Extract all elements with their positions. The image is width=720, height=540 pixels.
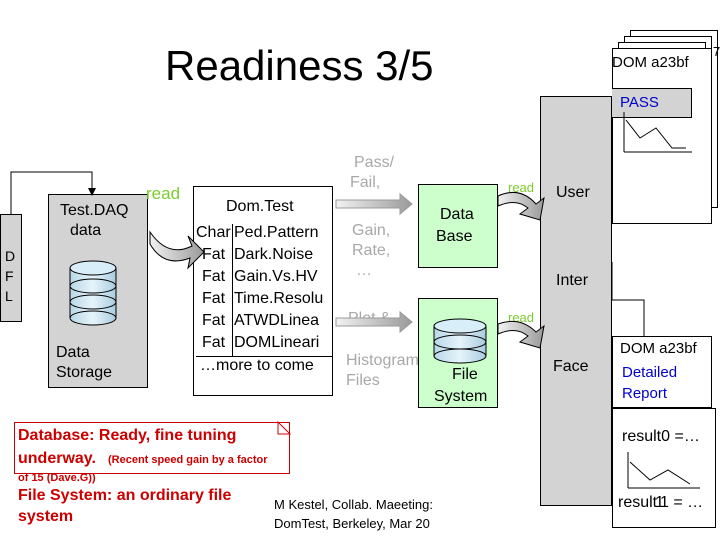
- domtest-row-type: Fat: [202, 312, 226, 329]
- report-line-3: Report: [622, 385, 668, 402]
- data-storage-label-1: Data: [56, 344, 90, 361]
- note-database-line2: underway.: [18, 450, 96, 467]
- domtest-row: Fat Dark.Noise: [196, 246, 332, 268]
- domtest-row-type: Char: [196, 224, 231, 241]
- report-line-2: Detailed: [622, 364, 678, 381]
- data-storage-label-2: Storage: [56, 364, 113, 381]
- read-label-top: read: [508, 180, 535, 195]
- dfl-connector-arrowhead: [88, 188, 96, 196]
- domtest-row-type: Fat: [202, 334, 226, 351]
- footer-line-2: DomTest, Berkeley, Mar 20: [274, 516, 430, 531]
- read-arrow-filesystem-to-ui: [497, 320, 545, 349]
- dom-card-label: DOM a23bf: [612, 54, 689, 71]
- ui-panel: [540, 96, 612, 506]
- note-database-small2: of 15 (Dave.G)): [18, 472, 96, 484]
- domtest-title: Dom.Test: [226, 198, 294, 215]
- domtest-row: Fat Time.Resolu: [196, 290, 332, 312]
- domtest-row-test: Time.Resolu: [232, 290, 323, 312]
- read-arrow-daq-to-domtest: [149, 230, 205, 270]
- page-title: Readiness 3/5: [165, 42, 434, 89]
- arrow-pass-fail: [335, 192, 413, 216]
- domtest-box: [193, 186, 333, 396]
- report-box: [612, 336, 712, 408]
- result1-text: result: [618, 494, 658, 511]
- domtest-row: Fat ATWDLinea: [196, 312, 332, 334]
- flow-label-fail: Fail,: [350, 174, 381, 191]
- pass-status: PASS: [620, 94, 659, 111]
- data-storage-cylinder: [69, 260, 117, 326]
- database-box: [418, 184, 498, 268]
- ui-user-label: User: [556, 184, 590, 201]
- domtest-row: Fat Gain.Vs.HV: [196, 268, 332, 290]
- dfl-letter-f: F: [5, 268, 14, 284]
- ui-inter-label: Inter: [556, 272, 589, 289]
- flow-label-rate: Rate,: [352, 242, 391, 259]
- domtest-row-test: DOMLineari: [232, 334, 319, 356]
- result0-mini-plot: [627, 452, 700, 489]
- result1-overlap: 1: [655, 494, 665, 511]
- ui-face-label: Face: [553, 358, 589, 375]
- result1-label: result11 = …: [618, 494, 703, 512]
- file-system-cylinder: [433, 318, 487, 364]
- dfl-box: [0, 214, 22, 322]
- domtest-row-test: Gain.Vs.HV: [232, 268, 318, 290]
- notes-dog-ear: [277, 420, 292, 435]
- note-filesystem-line1: File System: an ordinary file: [18, 487, 232, 504]
- dom-card-mini-plot: [623, 112, 692, 153]
- testdaq-title: Test.DAQ: [60, 202, 129, 219]
- database-label-2: Base: [436, 228, 473, 245]
- flow-label-pass: Pass/: [354, 154, 395, 171]
- domtest-row-test: Dark.Noise: [232, 246, 313, 268]
- dfl-letter-d: D: [5, 248, 16, 264]
- arrow-ui-to-report: [611, 262, 645, 336]
- flow-label-histogram: Histogram: [346, 352, 419, 369]
- dfl-connector: [10, 171, 93, 214]
- result-panel: [612, 408, 716, 528]
- domtest-more: …more to come: [196, 356, 332, 378]
- database-label-1: Data: [440, 206, 474, 223]
- result0-label: result0 =…: [622, 428, 700, 445]
- note-database-line1: Database: Ready, fine tuning: [18, 427, 237, 444]
- note-database-small1: (Recent speed gain by a factor: [108, 454, 268, 466]
- note-filesystem-line2: system: [18, 508, 74, 525]
- flow-label-ellipsis: …: [356, 262, 372, 279]
- dom-card-corner: 7: [713, 44, 720, 59]
- domtest-row: Fat DOMLineari: [196, 334, 332, 356]
- domtest-row-type: Fat: [202, 268, 226, 285]
- footer-line-1: M Kestel, Collab. Maeeting:: [274, 497, 433, 512]
- domtest-table: Char Ped.Pattern Fat Dark.Noise Fat Gain…: [196, 224, 332, 378]
- file-system-label-2: System: [434, 388, 488, 405]
- testdaq-subtitle: data: [70, 222, 102, 239]
- read-arrow-database-to-ui: [497, 191, 545, 221]
- notes-box: [14, 422, 290, 474]
- arrow-plot-histogram: [335, 310, 413, 334]
- pass-panel: [612, 88, 692, 118]
- domtest-row-test: ATWDLinea: [232, 312, 319, 334]
- flow-label-files: Files: [346, 372, 380, 389]
- read-label-left: read: [146, 184, 181, 203]
- domtest-row-test: Ped.Pattern: [232, 224, 319, 246]
- dfl-letter-l: L: [5, 288, 13, 304]
- result1-rest: 1 = …: [660, 494, 704, 511]
- report-line-1: DOM a23bf: [620, 340, 697, 357]
- domtest-row-type: Fat: [202, 246, 226, 263]
- domtest-row: Char Ped.Pattern: [196, 224, 332, 246]
- domtest-row-type: Fat: [202, 290, 226, 307]
- flow-label-gain: Gain,: [352, 222, 391, 239]
- file-system-label-1: File: [452, 366, 478, 383]
